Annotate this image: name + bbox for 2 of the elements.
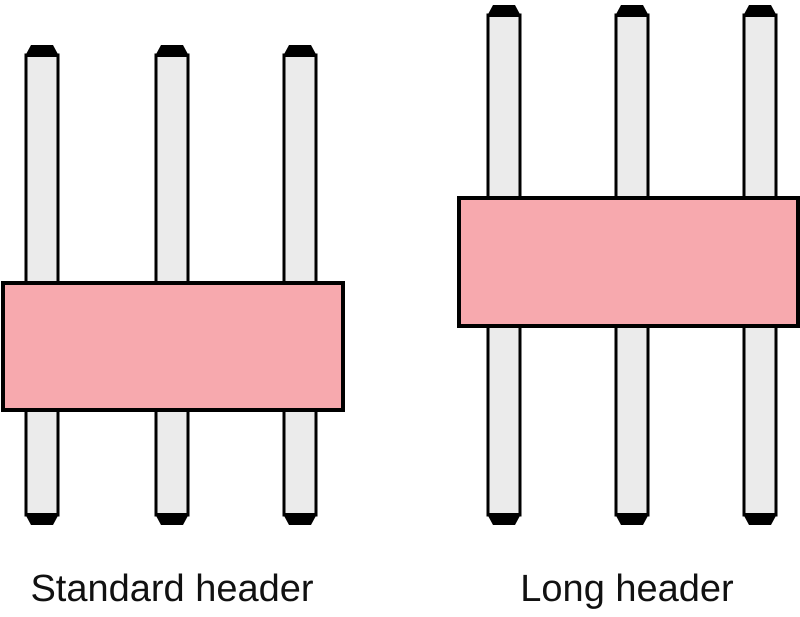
caption-text: Standard header	[30, 567, 314, 612]
caption-text: Long header	[520, 567, 734, 612]
